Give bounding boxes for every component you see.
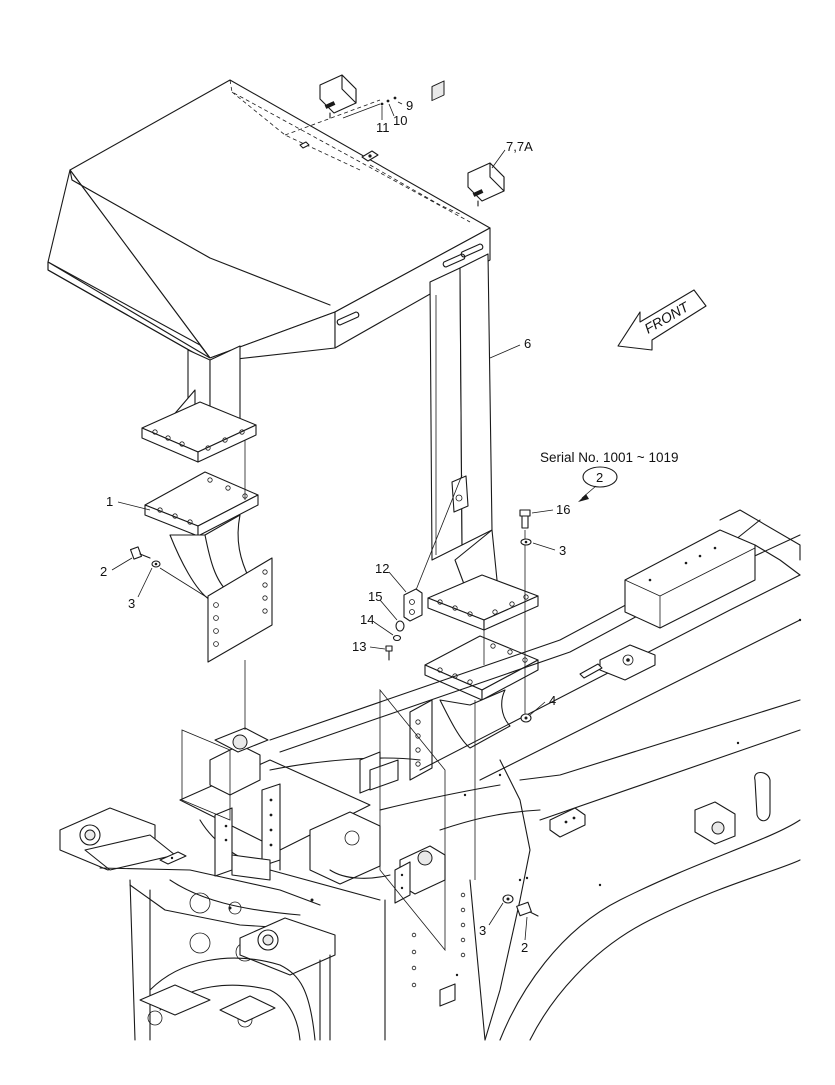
- bolt-left: [129, 546, 151, 560]
- bolt-16: [519, 509, 531, 529]
- mounting-bracket-left: [144, 471, 273, 663]
- callout-6: 6: [524, 336, 531, 351]
- callout-15: 15: [368, 589, 382, 604]
- work-lamp-left: [319, 74, 357, 119]
- washer-14: [392, 634, 402, 642]
- callout-12: 12: [375, 561, 389, 576]
- callout-7-7a: 7,7A: [506, 139, 533, 154]
- callout-2-left: 2: [100, 564, 107, 579]
- callout-9: 9: [406, 98, 413, 113]
- serial-note: Serial No. 1001 ~ 1019 2: [540, 450, 678, 502]
- callout-3-bottom: 3: [479, 923, 486, 938]
- front-direction-arrow: FRONT: [617, 289, 707, 351]
- canopy-post-right: [427, 80, 539, 631]
- clamp-12: [403, 588, 423, 622]
- callout-3-left: 3: [128, 596, 135, 611]
- callout-3-right: 3: [559, 543, 566, 558]
- callout-11: 11: [376, 120, 390, 135]
- lamp-hardware: [342, 96, 397, 119]
- serial-badge-number: 2: [596, 470, 603, 485]
- callout-4: 4: [549, 693, 556, 708]
- machine-frame: [59, 509, 802, 1041]
- alignment-guides: [159, 440, 526, 952]
- callout-10: 10: [393, 113, 407, 128]
- mounting-bracket-right: [409, 635, 539, 781]
- canopy-post-left: [141, 345, 257, 463]
- serial-badge-oval: [582, 466, 618, 488]
- spacer-15: [395, 620, 405, 632]
- hardware-parts: [129, 509, 539, 917]
- callout-labels: 9 10 11 7,7A 6 1 2 3 12 15 14 13 16 3 4 …: [100, 98, 570, 955]
- callout-16: 16: [556, 502, 570, 517]
- canopy-roof: [47, 79, 491, 363]
- bolt-bottom: [516, 901, 539, 917]
- callout-14: 14: [360, 612, 374, 627]
- callout-2-bottom: 2: [521, 940, 528, 955]
- work-lamp-right: [467, 162, 505, 207]
- callout-13: 13: [352, 639, 366, 654]
- callout-1: 1: [106, 494, 113, 509]
- leader-lines: [111, 101, 556, 941]
- serial-text: Serial No. 1001 ~ 1019: [540, 450, 678, 465]
- bolt-13: [385, 645, 393, 661]
